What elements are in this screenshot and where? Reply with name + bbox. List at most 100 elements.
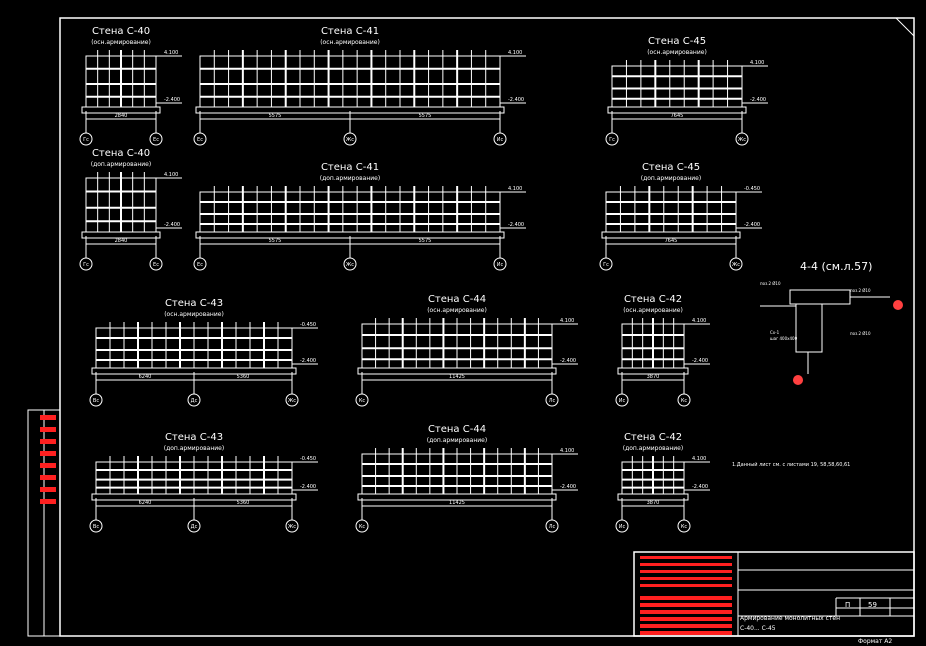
- dimension-value: 5575: [269, 238, 282, 244]
- axis-label: Гс: [83, 262, 89, 268]
- axis-bubble-icon: [605, 132, 619, 146]
- stage-code: П: [845, 601, 850, 609]
- element-subtitle: (осн.армирование): [320, 39, 380, 46]
- axis-label: Кс: [359, 398, 366, 404]
- dimension-value: 5575: [419, 113, 432, 119]
- drawing-title: Армирование монолитных стен: [740, 615, 840, 622]
- section-mark-icon: [793, 375, 803, 385]
- element-title: Стена С-44: [428, 294, 486, 305]
- element-title: Стена С-41: [321, 162, 379, 173]
- axis-bubble-icon: [615, 393, 629, 407]
- axis-bubble-icon: [343, 257, 357, 271]
- dimension-value: 5360: [237, 374, 250, 380]
- element-title: Стена С-44: [428, 424, 486, 435]
- axis-bubble-icon: [677, 393, 691, 407]
- element-title: Стена С-40: [92, 26, 150, 37]
- level-mark: -2.400: [300, 484, 316, 490]
- axis-label: Кс: [359, 524, 366, 530]
- axis-label: Дс: [191, 524, 198, 530]
- axis-bubble-icon: [677, 519, 691, 533]
- element-subtitle: (доп.армирование): [320, 175, 380, 182]
- stamp-bar: [40, 487, 56, 492]
- axis-bubble-icon: [187, 519, 201, 533]
- axis-label: Жс: [346, 137, 354, 143]
- axis-label: Кс: [681, 524, 688, 530]
- element-subtitle: (доп.армирование): [641, 175, 701, 182]
- level-mark: 4.100: [692, 456, 706, 462]
- title-block-row: [640, 556, 732, 559]
- title-block-row: [640, 584, 732, 587]
- level-mark: -2.400: [560, 358, 576, 364]
- axis-bubble-icon: [615, 519, 629, 533]
- dimension-value: 6240: [139, 374, 152, 380]
- axis-label: Ис: [619, 524, 626, 530]
- element-title: Стена С-42: [624, 432, 682, 443]
- wall-elevation-c43b: Стена С-43(доп.армирование)-0.450-2.4006…: [89, 432, 318, 533]
- element-title: Стена С-42: [624, 294, 682, 305]
- svg-text:поз.2 Ø10: поз.2 Ø10: [850, 331, 871, 336]
- level-mark: -2.400: [300, 358, 316, 364]
- stamp-bar: [40, 415, 56, 420]
- wall-elevation-c43a: Стена С-43(осн.армирование)-0.450-2.4006…: [89, 298, 318, 407]
- level-mark: 4.100: [750, 60, 764, 66]
- wall-elevations: Стена С-40(осн.армирование)4.100-2.40028…: [79, 26, 768, 533]
- title-block-row: [640, 577, 732, 580]
- drawing-subtitle: С-40... С-45: [740, 625, 776, 632]
- axis-bubble-icon: [285, 393, 299, 407]
- wall-elevation-c41a: Стена С-41(осн.армирование)4.100-2.40055…: [193, 26, 526, 146]
- axis-label: Лс: [549, 524, 556, 530]
- section-4-4: 4-4 (см.л.57) поз.2 Ø10 поз.2 Ø10 Сх-1 ш…: [760, 260, 903, 385]
- stamp-bar: [40, 499, 56, 504]
- wall-elevation-c45a: Стена С-45(осн.армирование)4.100-2.40076…: [605, 36, 768, 146]
- dimension-value: 5360: [237, 500, 250, 506]
- dimension-value: 7645: [671, 113, 684, 119]
- stamp-bar: [40, 463, 56, 468]
- level-mark: 4.100: [508, 50, 522, 56]
- section-title: 4-4 (см.л.57): [800, 260, 872, 273]
- axis-label: Ес: [197, 137, 203, 143]
- wall-elevation-c42a: Стена С-42(осн.армирование)4.100-2.40038…: [615, 294, 710, 407]
- signature-row: [640, 631, 732, 635]
- axis-bubble-icon: [493, 132, 507, 146]
- dimension-value: 5575: [269, 113, 282, 119]
- svg-text:Сх-1: Сх-1: [770, 330, 780, 335]
- axis-bubble-icon: [79, 257, 93, 271]
- dimension-value: 5575: [419, 238, 432, 244]
- element-title: Стена С-45: [642, 162, 700, 173]
- level-mark: -2.400: [750, 97, 766, 103]
- axis-bubble-icon: [545, 393, 559, 407]
- element-title: Стена С-45: [648, 36, 706, 47]
- axis-bubble-icon: [493, 257, 507, 271]
- axis-label: Ес: [153, 262, 159, 268]
- axis-label: Вс: [93, 524, 99, 530]
- axis-label: Лс: [549, 398, 556, 404]
- stamp-bar: [40, 439, 56, 444]
- title-block: Армирование монолитных стен С-40... С-45…: [633, 551, 915, 645]
- dimension-value: 3870: [647, 500, 660, 506]
- axis-label: Ес: [197, 262, 203, 268]
- axis-bubble-icon: [355, 519, 369, 533]
- level-mark: 4.100: [508, 186, 522, 192]
- axis-bubble-icon: [79, 132, 93, 146]
- axis-bubble-icon: [343, 132, 357, 146]
- axis-label: Ес: [153, 137, 159, 143]
- dimension-value: 11425: [449, 500, 465, 506]
- axis-label: Гс: [603, 262, 609, 268]
- level-mark: -2.400: [692, 358, 708, 364]
- wall-outline: [199, 55, 501, 108]
- level-mark: -0.450: [300, 322, 316, 328]
- axis-label: Ис: [619, 398, 626, 404]
- level-mark: 4.100: [692, 318, 706, 324]
- element-title: Стена С-41: [321, 26, 379, 37]
- axis-bubble-icon: [729, 257, 743, 271]
- level-mark: -2.400: [744, 222, 760, 228]
- axis-label: Ис: [497, 262, 504, 268]
- axis-bubble-icon: [599, 257, 613, 271]
- level-mark: -0.450: [744, 186, 760, 192]
- element-subtitle: (осн.армирование): [427, 307, 487, 314]
- element-title: Стена С-40: [92, 148, 150, 159]
- level-mark: 4.100: [560, 448, 574, 454]
- level-mark: 4.100: [164, 172, 178, 178]
- axis-label: Вс: [93, 398, 99, 404]
